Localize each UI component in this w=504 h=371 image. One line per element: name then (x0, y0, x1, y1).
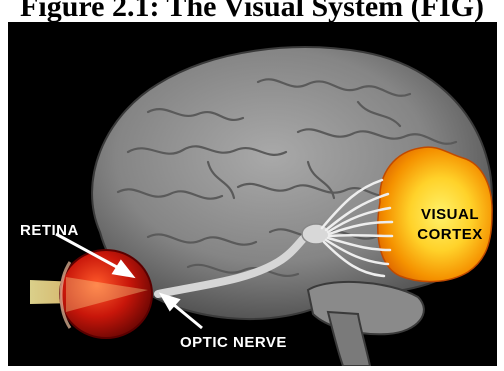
visual-cortex-label: VISUAL CORTEX (408, 205, 492, 245)
figure-title: Figure 2.1: The Visual System (FIG) (0, 0, 504, 24)
optic-nerve-label: OPTIC NERVE (180, 334, 287, 351)
diagram-panel: RETINA OPTIC NERVE VISUAL CORTEX (8, 22, 497, 366)
visual-cortex-label-line1: VISUAL (408, 205, 492, 225)
eyeball (60, 250, 152, 338)
visual-system-illustration (8, 22, 497, 366)
retina-label: RETINA (20, 222, 79, 239)
visual-cortex-label-line2: CORTEX (408, 225, 492, 245)
